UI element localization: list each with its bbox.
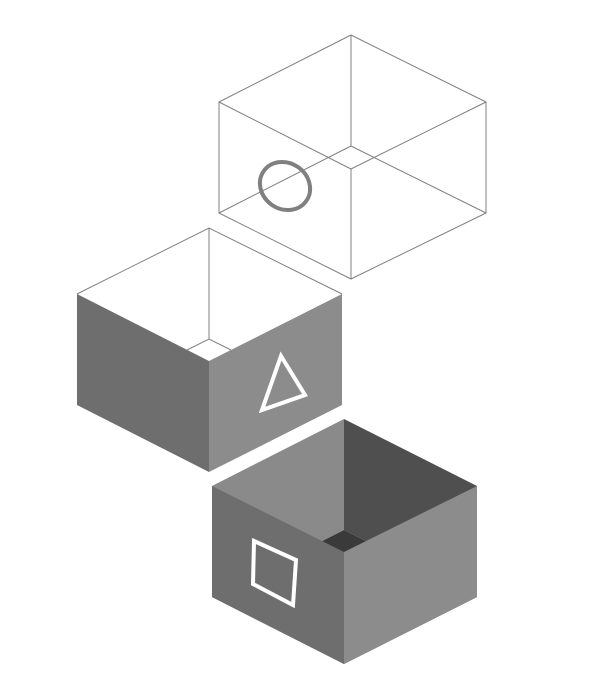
wireframe-top-rim: [218, 34, 487, 170]
middle-front-left-face: [77, 294, 209, 472]
triangle-symbol: [258, 351, 309, 414]
middle-front-right-face: [209, 294, 342, 472]
bottom-front-left-face: [212, 486, 344, 664]
bottom-front-right-face: [344, 486, 477, 664]
circle-symbol: [257, 159, 313, 213]
middle-floor-back: [186, 338, 232, 351]
wireframe-box: [218, 34, 487, 280]
square-symbol: [250, 537, 299, 609]
middle-open-box: [76, 227, 343, 472]
bottom-open-box: [212, 419, 477, 664]
